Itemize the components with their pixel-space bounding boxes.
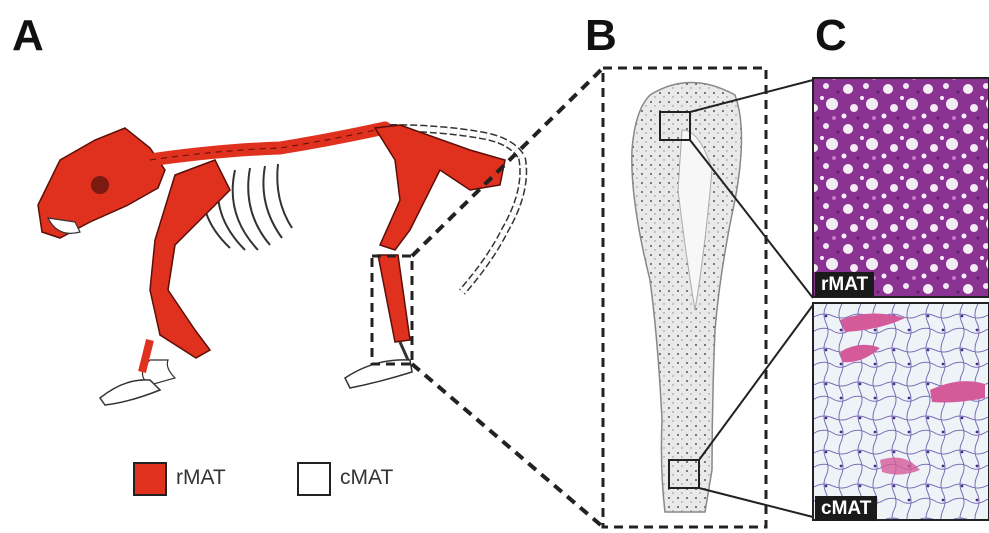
zoom-line-bottom [412,364,603,527]
pelvis-red [375,125,505,250]
legend-label-rmat: rMAT [176,466,226,490]
forelimb-red [150,160,230,358]
histology-cmat-micrograph [813,303,989,520]
histology-rmat-micrograph [813,78,989,297]
legend-swatch-cmat [297,462,331,496]
connector-bot-2 [699,488,813,517]
legend-label-cmat: cMAT [340,466,393,490]
micrograph-tag-rmat: rMAT [815,272,874,297]
legend-swatch-rmat [133,462,167,496]
tibia-red [378,255,410,342]
connector-bot-1 [699,305,813,460]
rat-skeleton-illustration [38,125,523,405]
micrograph-tag-cmat: cMAT [815,496,877,521]
forepaw-white [100,380,160,405]
